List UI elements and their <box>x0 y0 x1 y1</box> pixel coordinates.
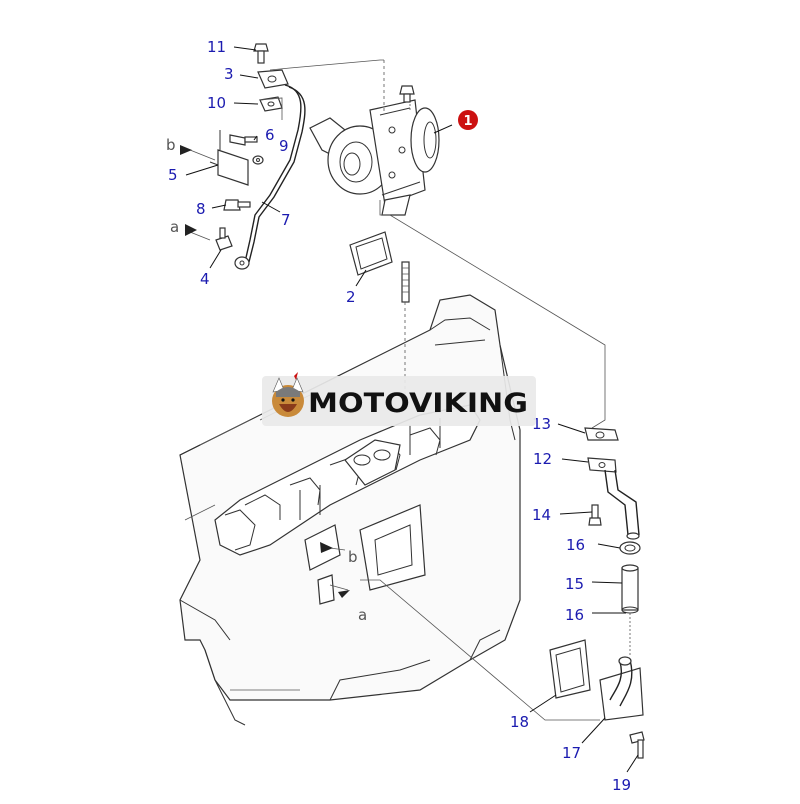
callout-19: 19 <box>612 776 631 794</box>
clip-bolt <box>223 199 251 211</box>
callout-10: 10 <box>207 94 226 112</box>
ref-a-top: a <box>170 218 179 236</box>
callout-8: 8 <box>196 200 206 218</box>
cover-gasket-18 <box>549 639 591 699</box>
callout-18: 18 <box>510 713 529 731</box>
callout-2: 2 <box>346 288 356 306</box>
callout-15: 15 <box>565 575 584 593</box>
oil-flange <box>257 69 289 89</box>
oil-return-gasket-13 <box>584 427 619 441</box>
callout-numbers: 1 2 3 4 5 6 7 8 9 10 11 12 13 14 15 16 1… <box>168 38 631 794</box>
cover-bolt-19 <box>629 731 645 759</box>
clamp-16-upper <box>619 541 641 555</box>
callout-9: 9 <box>279 137 289 155</box>
callout-14: 14 <box>532 506 551 524</box>
red-circle-badge-icon <box>458 110 478 130</box>
turbocharger <box>309 60 440 216</box>
ref-a-bottom: a <box>358 606 367 624</box>
pipe-bolt-14 <box>588 504 602 526</box>
watermark-banner: MOTOVIKING <box>262 372 536 426</box>
flange-bolt <box>253 43 269 64</box>
ref-b-bottom: b <box>348 548 358 566</box>
oil-return-pipe-12 <box>587 457 640 540</box>
callout-17: 17 <box>562 744 581 762</box>
callout-3: 3 <box>224 65 234 83</box>
callout-5: 5 <box>168 166 178 184</box>
turbo-gasket <box>349 231 393 276</box>
tube-end-bolt <box>215 227 233 251</box>
ref-b-top: b <box>166 136 176 154</box>
oil-feed-tube <box>234 84 306 270</box>
hose-15 <box>621 564 639 614</box>
oil-port-bolt <box>399 85 415 103</box>
callout-6: 6 <box>265 126 275 144</box>
bracket-bolt <box>229 134 258 146</box>
watermark-text: MOTOVIKING <box>308 388 528 419</box>
callout-11: 11 <box>207 38 226 56</box>
callout-13: 13 <box>532 415 551 433</box>
assembly-leaders <box>184 59 606 721</box>
callout-12: 12 <box>533 450 552 468</box>
callout-4: 4 <box>200 270 210 288</box>
callout-16-upper: 16 <box>566 536 585 554</box>
viking-mascot-icon <box>272 372 304 417</box>
callout-16-lower: 16 <box>565 606 584 624</box>
return-tube-17 <box>599 656 644 721</box>
exhaust-manifold <box>214 404 481 605</box>
callout-leaders <box>185 46 639 773</box>
reference-arrows <box>180 145 350 598</box>
washer <box>252 155 264 165</box>
callout-7: 7 <box>281 211 291 229</box>
callout-1: 1 <box>463 114 472 129</box>
